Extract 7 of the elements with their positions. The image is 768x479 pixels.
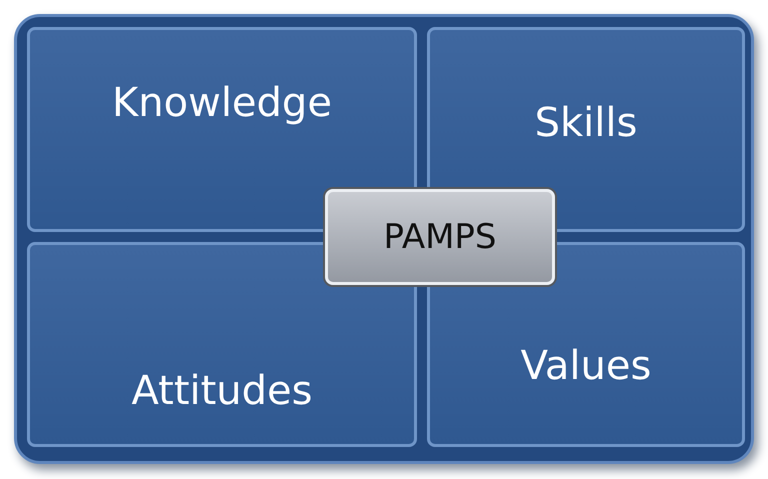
matrix-frame [14, 14, 754, 464]
center-label-box [325, 189, 555, 285]
quadrant-title: Attitudes [131, 368, 312, 414]
quadrant-title: PAMPS [383, 217, 496, 257]
quadrant-title: Skills [534, 100, 638, 146]
quadrant-title: Values [520, 343, 652, 389]
quadrant-title: Knowledge [112, 80, 332, 126]
